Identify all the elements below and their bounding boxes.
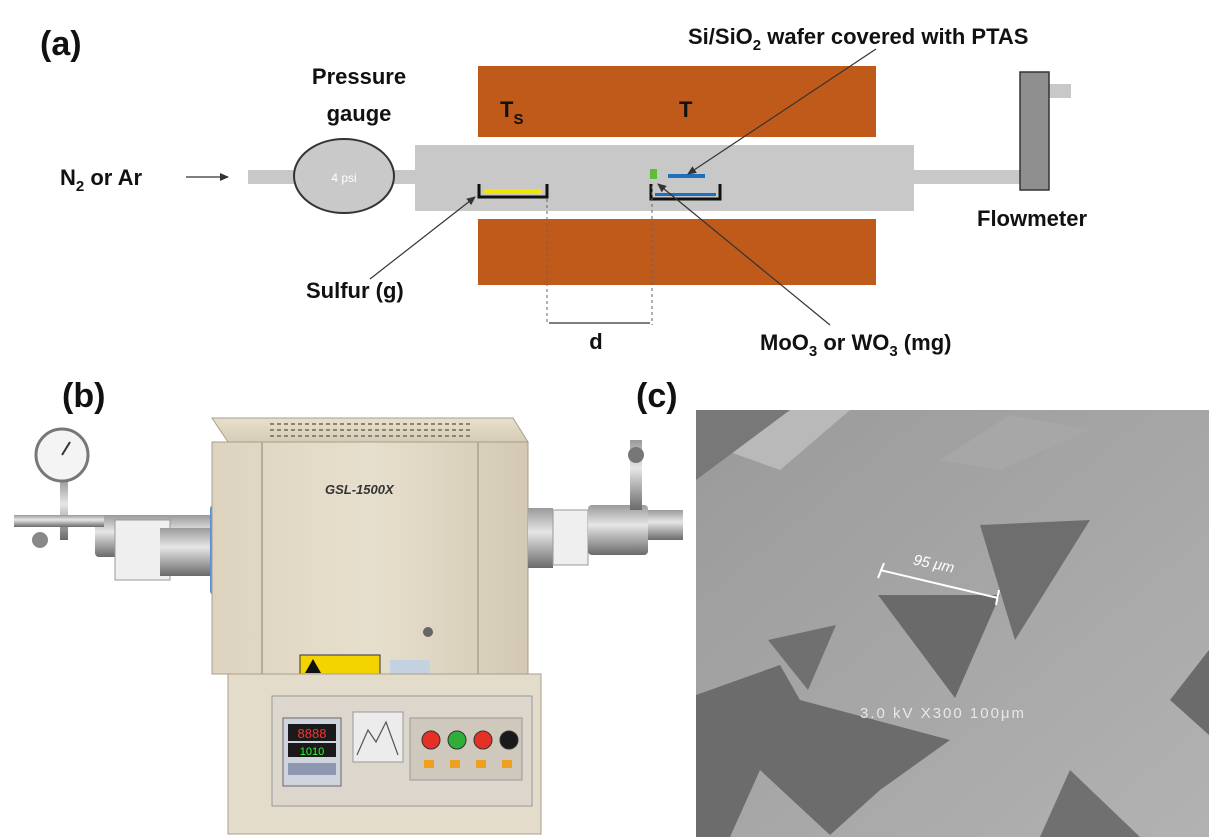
wafer [668, 174, 705, 178]
controller-reading-top: 8888 [298, 726, 327, 741]
panel-b: (b) GSL-1500X [14, 377, 683, 835]
flake-triangle-2 [878, 595, 1000, 698]
gauge-needle [61, 441, 71, 456]
vent-slots [270, 423, 470, 437]
flake-triangle-3 [768, 625, 836, 690]
sulfur-label: Sulfur (g) [306, 278, 404, 303]
panel-c-label: (c) [636, 377, 678, 415]
switch-panel [409, 717, 523, 781]
green-button[interactable] [447, 730, 467, 750]
warning-icon [305, 659, 321, 673]
controller-reading-bottom: 1010 [300, 746, 324, 758]
panel-a-label: (a) [40, 25, 82, 63]
logo-icon [423, 627, 433, 637]
right-tube-insulator [552, 509, 589, 566]
precursor-powder [655, 193, 716, 196]
zone-source-label: TS [500, 97, 523, 128]
left-valve-pipe [14, 515, 104, 527]
flowmeter-label: Flowmeter [977, 206, 1087, 231]
program-curve [356, 720, 399, 756]
indicator-3 [476, 760, 486, 768]
black-knob[interactable] [499, 730, 519, 750]
panel-b-label: (b) [62, 377, 105, 415]
right-valve-knob-icon [628, 447, 644, 463]
sem-info-bar: 3.0 kV X300 100μm [860, 705, 1026, 722]
outlet-pipe [913, 170, 1023, 184]
gauge-title-line1: Pressure [312, 64, 406, 89]
flowmeter-body [1019, 71, 1050, 191]
indicator-1 [424, 760, 434, 768]
wafer-arrow [687, 48, 877, 175]
quartz-tube [415, 145, 914, 211]
zone-growth-label: T [679, 97, 693, 122]
flake-triangle-1 [980, 520, 1090, 640]
controller-display-bottom [288, 743, 336, 757]
gauge-stem [60, 480, 68, 540]
scale-line [879, 569, 999, 599]
indicator-4 [502, 760, 512, 768]
scale-tick-left [877, 562, 885, 579]
right-collar [528, 508, 553, 568]
sem-image: 95 μm 3.0 kV X300 100μm [696, 410, 1209, 837]
scale-tick-right [995, 589, 1000, 606]
precursor-label: MoO3 or WO3 (mg) [760, 330, 951, 360]
pressure-gauge-icon [293, 138, 395, 214]
inlet-pipe [248, 170, 298, 184]
furnace-top-heater [478, 66, 876, 137]
furnace-bottom-heater [478, 219, 876, 285]
tube-furnace-photo: GSL-1500X 8888 1010 [14, 417, 683, 835]
precursor-boat [649, 184, 722, 201]
sulfur-boat [477, 184, 549, 199]
inlet-gas-label: N2 or Ar [60, 165, 143, 195]
flake-bottom [1040, 770, 1140, 837]
precursor-arrow [657, 183, 831, 326]
sem-shade [940, 415, 1090, 470]
info-sticker [390, 660, 430, 674]
flake-corner [696, 410, 790, 480]
right-clamp [648, 510, 683, 540]
controller-buttons[interactable] [288, 763, 336, 775]
red-button-2[interactable] [473, 730, 493, 750]
right-flange [588, 505, 648, 555]
sulfur-arrow [369, 196, 476, 280]
indicator-2 [450, 760, 460, 768]
distance-label: d [589, 329, 602, 354]
oxide-source [650, 169, 657, 179]
gauge-title-line2: gauge [327, 101, 392, 126]
gauge-pipe [390, 170, 420, 184]
furnace-front [211, 441, 529, 675]
controller-display-top [288, 724, 336, 741]
flake-edge-right [1170, 650, 1209, 735]
model-label: GSL-1500X [325, 482, 395, 497]
flowmeter-pipe [1048, 84, 1071, 98]
panel-a: (a) 4 psi Pressure gauge TS T d N2 [40, 24, 1087, 360]
wafer-label: Si/SiO2 wafer covered with PTAS [688, 24, 1028, 54]
valve-knob-icon [32, 532, 48, 548]
sulfur-powder [484, 189, 542, 194]
flake-cluster [696, 665, 950, 837]
red-button[interactable] [421, 730, 441, 750]
panel-c: (c) 95 μm 3.0 kV X300 100μm [636, 377, 1209, 837]
gauge-reading: 4 psi [331, 171, 356, 185]
